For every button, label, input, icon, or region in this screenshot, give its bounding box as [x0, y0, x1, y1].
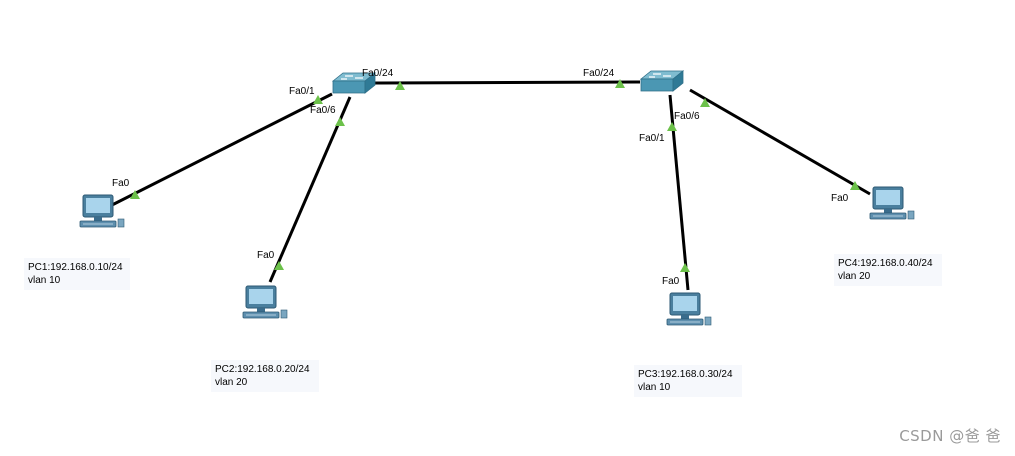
watermark: CSDN @爸 爸 [899, 427, 1001, 445]
port-light-sw2-fa01 [667, 122, 677, 131]
pc2-vlan: vlan 20 [215, 377, 248, 388]
link-sw1-sw2[interactable] [371, 80, 641, 85]
port-label-sw2-fa024: Fa0/24 [583, 68, 615, 79]
pc3-vlan: vlan 10 [638, 382, 671, 393]
pc1-note: PC1:192.168.0.10/24 vlan 10 [24, 258, 130, 290]
port-label-sw2-fa01: Fa0/1 [639, 133, 665, 144]
pc4-pc-icon[interactable] [869, 186, 915, 220]
pc4-vlan: vlan 20 [838, 271, 871, 282]
pc1-vlan: vlan 10 [28, 275, 61, 286]
port-label-sw1-fa01: Fa0/1 [289, 86, 315, 97]
port-light-pc3 [680, 263, 690, 272]
link-sw1-pc2[interactable] [268, 96, 352, 283]
port-label-sw1-fa024: Fa0/24 [362, 68, 394, 79]
pc1-address: PC1:192.168.0.10/24 [28, 262, 123, 273]
pc2-note: PC2:192.168.0.20/24 vlan 20 [211, 360, 319, 392]
switch2-switch-icon[interactable] [640, 70, 684, 92]
port-label-pc1: Fa0 [112, 178, 130, 189]
pc1-pc-icon[interactable] [79, 194, 125, 228]
link-sw2-pc4[interactable] [689, 88, 871, 196]
port-label-pc2: Fa0 [257, 250, 275, 261]
pc4-note: PC4:192.168.0.40/24 vlan 20 [834, 254, 942, 286]
port-label-sw2-fa06: Fa0/6 [674, 111, 700, 122]
port-light-pc2 [274, 261, 284, 270]
port-label-pc3: Fa0 [662, 276, 680, 287]
port-label-sw1-fa06: Fa0/6 [310, 105, 336, 116]
pc3-note: PC3:192.168.0.30/24 vlan 10 [634, 365, 742, 397]
pc3-pc-icon[interactable] [666, 292, 712, 326]
port-light-sw1-fa06 [335, 117, 345, 126]
pc2-pc-icon[interactable] [242, 285, 288, 319]
pc2-address: PC2:192.168.0.20/24 [215, 364, 310, 375]
pc3-address: PC3:192.168.0.30/24 [638, 369, 733, 380]
pc4-address: PC4:192.168.0.40/24 [838, 258, 933, 269]
port-label-pc4: Fa0 [831, 193, 849, 204]
link-sw1-pc1[interactable] [111, 92, 333, 207]
